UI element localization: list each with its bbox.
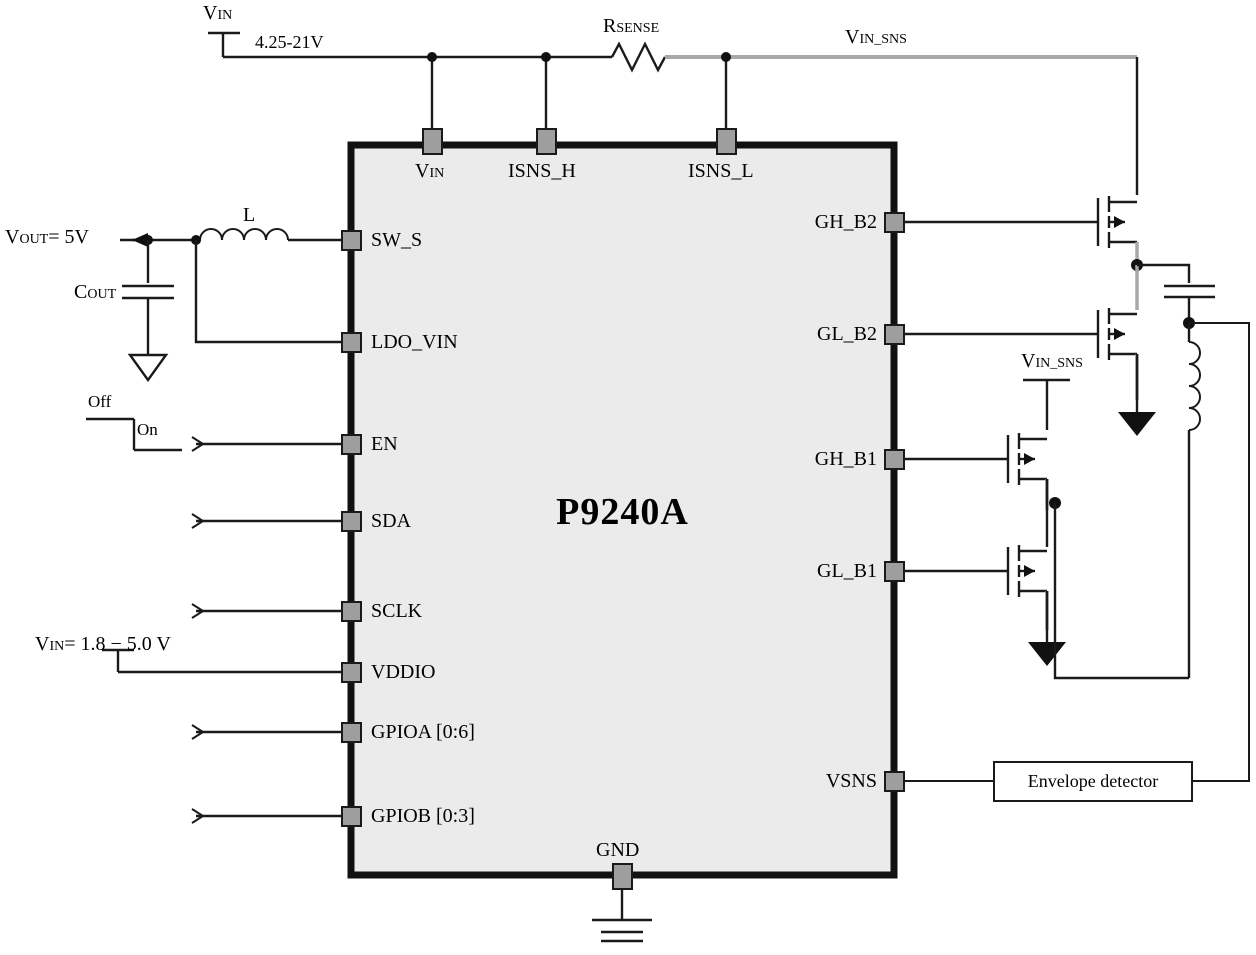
transmit-coil	[1188, 341, 1201, 431]
gnd-arrow-b1	[1028, 642, 1066, 666]
pin-SW_S[interactable]	[341, 230, 362, 251]
pin-GH_B2[interactable]	[884, 212, 905, 233]
gpioa-input-wire	[191, 724, 342, 740]
pin-VDDIO[interactable]	[341, 662, 362, 683]
gnd-arrow-b2	[1118, 412, 1156, 436]
sclk-input-wire	[191, 603, 342, 619]
pin-GL_B1[interactable]	[884, 561, 905, 582]
pin-label-GL_B2: GL_B2	[817, 323, 877, 345]
pin-GND[interactable]	[612, 863, 633, 890]
mosfet-M2-low-b2	[1096, 308, 1137, 360]
pin-label-LDO_VIN: LDO_VIN	[371, 331, 458, 353]
pin-label-SCLK: SCLK	[371, 600, 423, 622]
pin-label-GH_B2: GH_B2	[814, 211, 877, 233]
cout-capacitor	[122, 284, 174, 300]
pin-EN[interactable]	[341, 434, 362, 455]
rsense-resistor	[610, 41, 667, 73]
pin-VIN[interactable]	[422, 128, 443, 155]
ground-symbol-gnd	[592, 918, 652, 943]
pin-GL_B2[interactable]	[884, 324, 905, 345]
vin-supply-terminal	[208, 31, 240, 57]
rsense-label: RSENSE	[603, 15, 660, 37]
envelope-to-tank-wire	[1189, 322, 1250, 782]
pin-label-VDDIO: VDDIO	[371, 661, 436, 683]
chip-title: P9240A	[556, 491, 689, 533]
coil-return-to-b1sw	[1053, 503, 1189, 680]
ground-triangle	[127, 353, 169, 383]
gpioa-arrow-head	[191, 724, 205, 740]
m3-body-diode-arrow	[1024, 453, 1035, 465]
gpiob-arrow-head	[191, 808, 205, 824]
pin-SCLK[interactable]	[341, 601, 362, 622]
vin-sns-mid-label: VIN_SNS	[1021, 350, 1083, 372]
switch-on-label: On	[137, 420, 158, 439]
pin-GH_B1[interactable]	[884, 449, 905, 470]
vddio-supply-terminal	[102, 648, 342, 674]
pin-label-ISNS_H: ISNS_H	[508, 160, 576, 182]
vout-arrow-head	[132, 233, 148, 247]
pin-GPIOB[interactable]	[341, 806, 362, 827]
vddio-supply-label: VIN= 1.8 − 5.0 V	[35, 633, 171, 655]
tank-cap-top-lead	[1137, 263, 1191, 283]
ground-symbol-cout	[127, 353, 169, 383]
mosfet-M3-high-b1	[1006, 433, 1047, 485]
pin-label-VSNS: VSNS	[825, 770, 877, 792]
pin-GPIOA[interactable]	[341, 722, 362, 743]
gpiob-input-wire	[191, 808, 342, 824]
pin-ISNS_H[interactable]	[536, 128, 557, 155]
chip-body	[347, 141, 898, 879]
pin-label-EN: EN	[371, 433, 398, 455]
pin-LDO_VIN[interactable]	[341, 332, 362, 353]
vout-label: VOUT= 5V	[5, 226, 89, 248]
en-switch-symbol[interactable]	[86, 417, 182, 452]
inductor-label-L: L	[243, 204, 256, 226]
m2-body-diode-arrow	[1114, 328, 1125, 340]
envelope-detector-box[interactable]	[993, 761, 1193, 802]
pin-label-GH_B1: GH_B1	[814, 448, 877, 470]
pin-ISNS_L[interactable]	[716, 128, 737, 155]
en-arrow-head	[191, 436, 205, 452]
cout-label: COUT	[74, 281, 117, 303]
envelope-detector-label: Envelope detector	[1027, 771, 1159, 791]
m1-body-diode-arrow	[1114, 216, 1125, 228]
vin-sns-top-label: VIN_SNS	[845, 26, 907, 48]
m4-body-diode-arrow	[1024, 565, 1035, 577]
vin-range-label: 4.25-21V	[255, 32, 324, 52]
pin-VSNS[interactable]	[884, 771, 905, 792]
series-capacitor-Cs	[1164, 284, 1215, 299]
sda-arrow-head	[191, 513, 205, 529]
junction-dot-vin	[427, 52, 437, 62]
inductor-L	[199, 228, 289, 241]
mosfet-M1-high-b2	[1096, 196, 1137, 248]
vin-source-label: VIN	[203, 2, 233, 24]
sda-input-wire	[191, 513, 342, 529]
pin-label-VIN: VIN	[415, 160, 445, 182]
pin-label-GPIOB: GPIOB [0:3]	[371, 805, 475, 827]
ldo-vin-wire	[194, 240, 342, 344]
inductor-coils	[199, 228, 289, 241]
mosfet-M4-low-b1	[1006, 545, 1047, 597]
pin-label-GL_B1: GL_B1	[817, 560, 877, 582]
pin-label-GPIOA: GPIOA [0:6]	[371, 721, 475, 743]
pin-label-SW_S: SW_S	[371, 229, 423, 251]
pin-label-GND: GND	[596, 839, 640, 861]
rsense-zigzag	[610, 41, 667, 73]
junction-dot-isnsh	[541, 52, 551, 62]
pin-label-ISNS_L: ISNS_L	[688, 160, 754, 182]
vin-sns-supply-terminal-b1	[1023, 378, 1070, 430]
sclk-arrow-head	[191, 603, 205, 619]
coil-turns	[1188, 341, 1201, 431]
junction-dot-isnsl	[721, 52, 731, 62]
switch-off-label: Off	[88, 392, 112, 411]
en-input-wire	[191, 436, 342, 452]
pin-label-SDA: SDA	[371, 510, 412, 532]
